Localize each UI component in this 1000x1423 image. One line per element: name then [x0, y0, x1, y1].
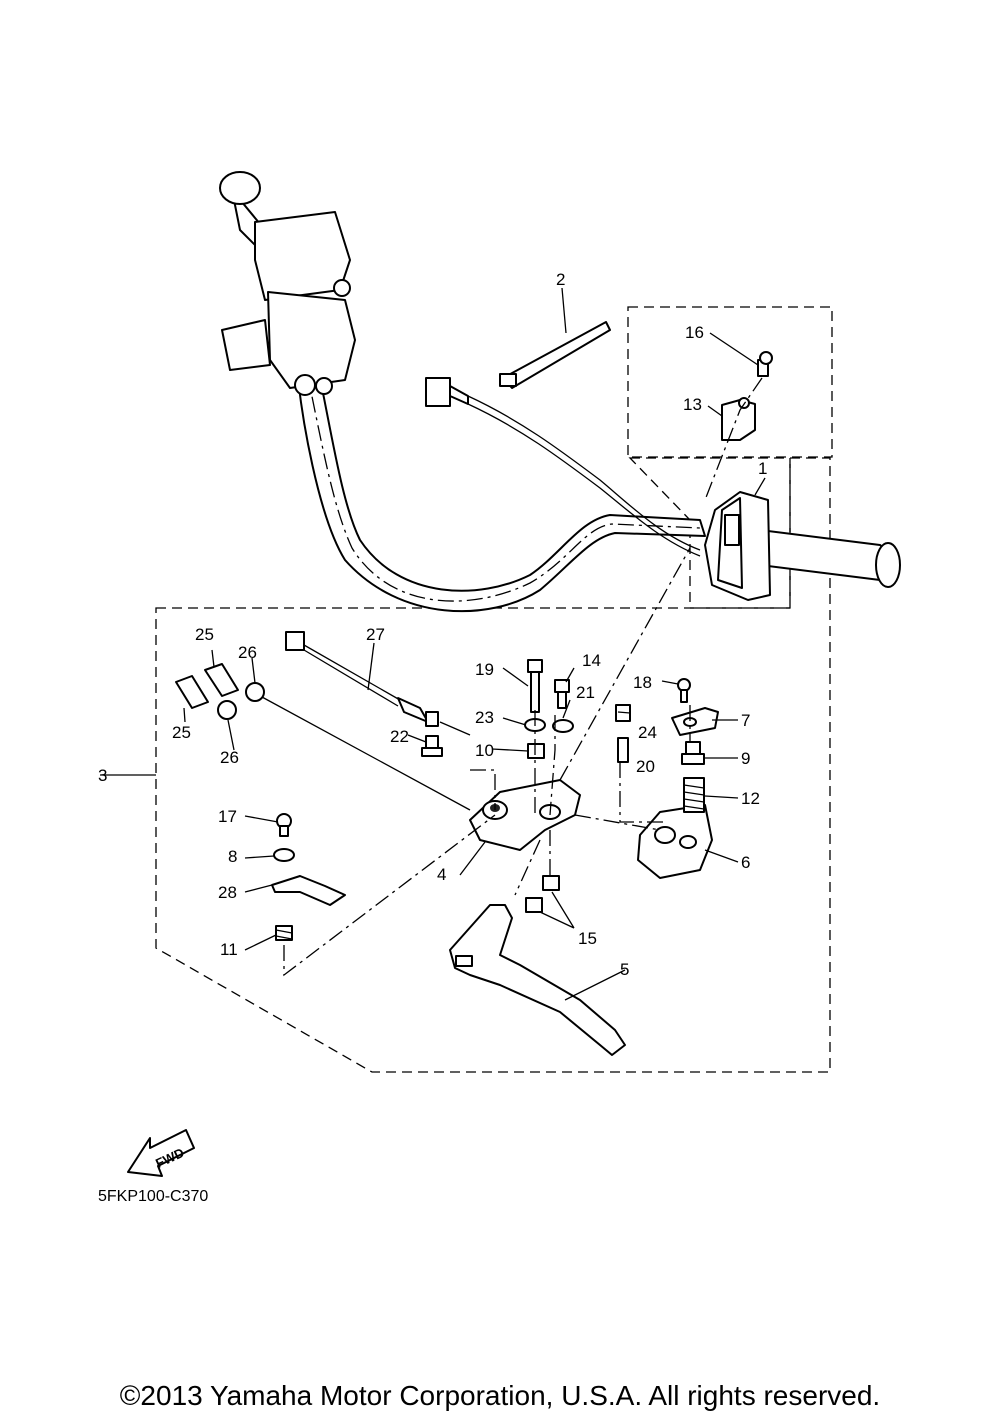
screw-17	[276, 813, 292, 837]
callout-16: 16	[685, 323, 704, 342]
spring-12	[683, 777, 705, 813]
washer-8	[273, 848, 295, 862]
wire-harness	[425, 377, 701, 557]
switch-cable	[285, 631, 471, 736]
callout-25-top: 25	[195, 625, 214, 644]
callout-14: 14	[582, 651, 601, 670]
callout-8: 8	[228, 847, 237, 866]
callout-2: 2	[556, 270, 565, 289]
pin-20	[617, 737, 629, 763]
clutch-lever	[449, 904, 626, 1056]
callout-17: 17	[218, 807, 237, 826]
group-box-1	[628, 457, 791, 609]
adjuster-25b	[175, 675, 209, 709]
group-box-3	[155, 457, 831, 1073]
bolt-14	[554, 679, 570, 709]
plate-7	[671, 707, 719, 736]
callout-7: 7	[741, 711, 750, 730]
grommet-22	[421, 735, 443, 757]
callout-3: 3	[98, 766, 107, 785]
callout-21: 21	[576, 683, 595, 702]
cable-tie	[499, 321, 611, 389]
nut-26b	[217, 700, 237, 720]
collar-10	[527, 743, 545, 759]
pin-9	[681, 741, 705, 765]
leader-lines	[100, 287, 766, 1001]
callout-1: 1	[758, 459, 767, 478]
callout-6: 6	[741, 853, 750, 872]
handlebar	[294, 339, 901, 613]
switch-housing	[704, 491, 771, 601]
callout-24: 24	[638, 723, 657, 742]
callout-10: 10	[475, 741, 494, 760]
switch-cover	[721, 397, 756, 441]
washer-21	[552, 719, 574, 733]
callout-27: 27	[366, 625, 385, 644]
copyright-notice: ©2013 Yamaha Motor Corporation, U.S.A. A…	[119, 1380, 881, 1411]
callout-20: 20	[636, 757, 655, 776]
nut-26a	[245, 682, 265, 702]
callout-26-top: 26	[238, 643, 257, 662]
callout-12: 12	[741, 789, 760, 808]
callout-18: 18	[633, 673, 652, 692]
callout-22: 22	[390, 727, 409, 746]
callout-5: 5	[620, 960, 629, 979]
nut-15a	[542, 875, 560, 891]
callout-13: 13	[683, 395, 702, 414]
callout-15: 15	[578, 929, 597, 948]
callout-4: 4	[437, 865, 446, 884]
fwd-arrow-icon: FWD	[127, 1129, 195, 1177]
callout-28: 28	[218, 883, 237, 902]
callout-25-bottom: 25	[172, 723, 191, 742]
adjuster-25a	[204, 663, 239, 697]
lever-bracket	[469, 779, 581, 851]
screw-16	[757, 351, 773, 377]
callout-9: 9	[741, 749, 750, 768]
callout-19: 19	[475, 660, 494, 679]
nut-15b	[525, 897, 543, 913]
spring-11	[275, 925, 293, 941]
left-grip-master-cylinder	[219, 171, 356, 396]
callout-11: 11	[220, 940, 238, 959]
lever-holder-6	[637, 804, 713, 879]
plate-28	[271, 875, 346, 906]
drawing-code: 5FKP100-C370	[98, 1188, 209, 1205]
group-box-13-16	[627, 306, 833, 458]
screw-18	[677, 678, 691, 703]
callout-23: 23	[475, 708, 494, 727]
callout-26-bottom: 26	[220, 748, 239, 767]
bolt-19	[527, 659, 543, 713]
